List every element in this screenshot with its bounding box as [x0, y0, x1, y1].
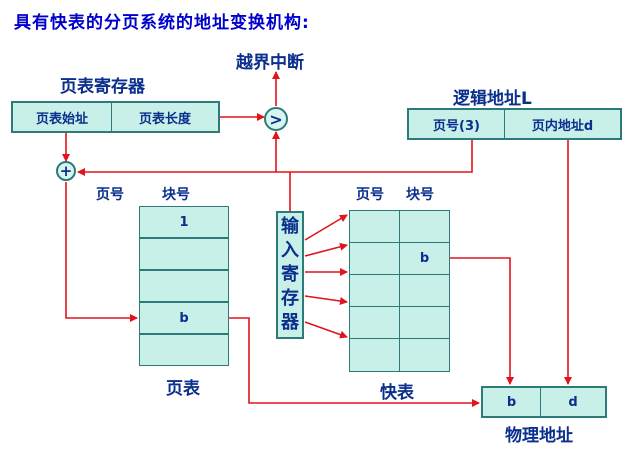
- fast-table-cell: [349, 338, 400, 372]
- logical-address-heading: 逻辑地址L: [453, 89, 532, 109]
- input-register-char: 器: [281, 312, 299, 333]
- add-icon: +: [56, 161, 76, 181]
- arrow-input-to-fast: [304, 242, 348, 257]
- input-register-char: 入: [281, 240, 299, 261]
- page-table-row: [139, 238, 229, 270]
- fast-table-cell: [349, 306, 400, 339]
- compare-icon: >: [264, 107, 288, 131]
- page-table-length-field: 页表长度: [112, 103, 218, 131]
- fast-table-caption: 快表: [380, 383, 414, 403]
- arrow-page-to-compare: [276, 132, 291, 211]
- arrow-adder-to-page-table: [65, 182, 138, 322]
- page-table-row: [139, 334, 229, 366]
- page-table-register-heading: 页表寄存器: [60, 77, 145, 97]
- physical-block-field: b: [483, 388, 541, 416]
- page-offset-field: 页内地址d: [505, 110, 620, 138]
- page-table-header-page: 页号: [96, 187, 124, 203]
- arrow-input-to-fast: [304, 321, 348, 339]
- page-table-row: b: [139, 302, 229, 334]
- input-register-char: 寄: [281, 264, 299, 285]
- fast-table-cell: [399, 338, 450, 372]
- physical-address-caption: 物理地址: [505, 426, 573, 446]
- input-register-char: 存: [281, 288, 299, 309]
- overflow-interrupt-label: 越界中断: [236, 53, 304, 73]
- page-table-row: 1: [139, 206, 229, 238]
- page-table-row: [139, 270, 229, 302]
- arrow-fast-to-physical: [450, 257, 514, 385]
- fast-table-header-block: 块号: [406, 187, 434, 203]
- arrow-input-to-fast: [304, 214, 348, 241]
- diagram-title: 具有快表的分页系统的地址变换机构:: [14, 13, 310, 33]
- fast-table-header-page: 页号: [356, 187, 384, 203]
- page-table-caption: 页表: [166, 379, 200, 399]
- input-register: 输 入 寄 存 器: [276, 211, 304, 339]
- physical-offset-field: d: [541, 388, 605, 416]
- arrow-input-to-fast: [304, 295, 348, 305]
- input-register-char: 输: [281, 216, 299, 237]
- fast-table-cell: b: [399, 242, 450, 275]
- page-table-start-field: 页表始址: [13, 103, 112, 131]
- arrow-page-number-to-adder: [77, 140, 473, 176]
- page-table-header-block: 块号: [162, 187, 190, 203]
- arrow-pagetable-to-physical: [229, 317, 480, 407]
- page-number-field: 页号(3): [409, 110, 505, 138]
